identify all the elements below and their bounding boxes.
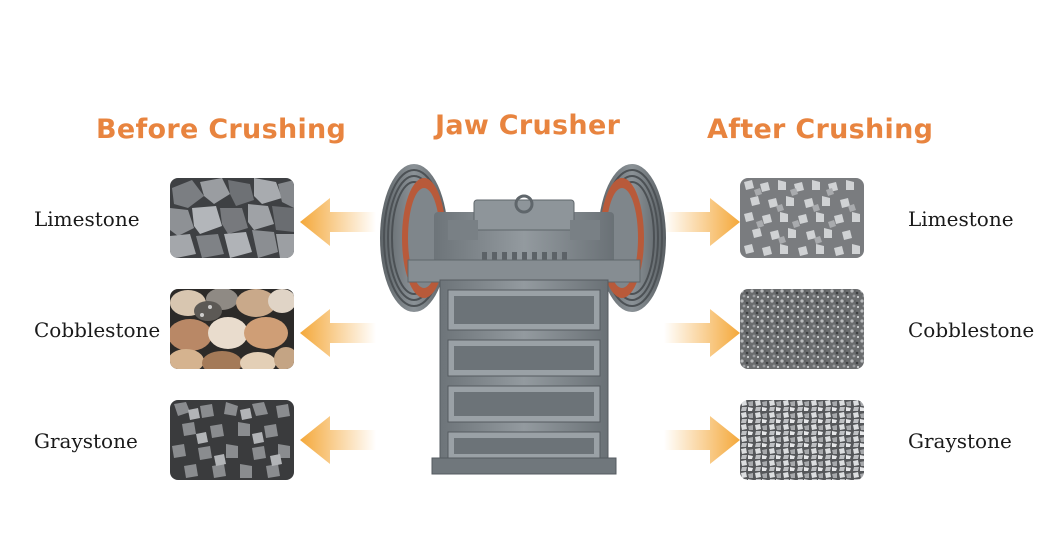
- cobblestone-raw-image: [170, 289, 294, 369]
- before-label-cobblestone: Cobblestone: [34, 318, 161, 342]
- graystone-raw-image: [170, 400, 294, 480]
- jaw-crusher-machine-image: [380, 164, 666, 475]
- arrow-left-icon: [300, 309, 376, 357]
- before-label-graystone: Graystone: [34, 429, 138, 453]
- arrow-left-icon: [300, 416, 376, 464]
- before-crushing-title: Before Crushing: [96, 114, 347, 145]
- arrow-right-icon: [664, 309, 740, 357]
- arrow-left-icon: [300, 198, 376, 246]
- after-label-limestone: Limestone: [908, 207, 1014, 231]
- after-label-graystone: Graystone: [908, 429, 1012, 453]
- after-crushing-title: After Crushing: [707, 114, 934, 145]
- cobblestone-crushed-image: [740, 289, 864, 369]
- graystone-crushed-image: [740, 400, 864, 480]
- after-label-cobblestone: Cobblestone: [908, 318, 1035, 342]
- arrow-right-icon: [664, 416, 740, 464]
- before-label-limestone: Limestone: [34, 207, 140, 231]
- jaw-crusher-title: Jaw Crusher: [435, 110, 621, 141]
- arrow-right-icon: [664, 198, 740, 246]
- limestone-raw-image: [170, 178, 294, 258]
- limestone-crushed-image: [740, 178, 864, 258]
